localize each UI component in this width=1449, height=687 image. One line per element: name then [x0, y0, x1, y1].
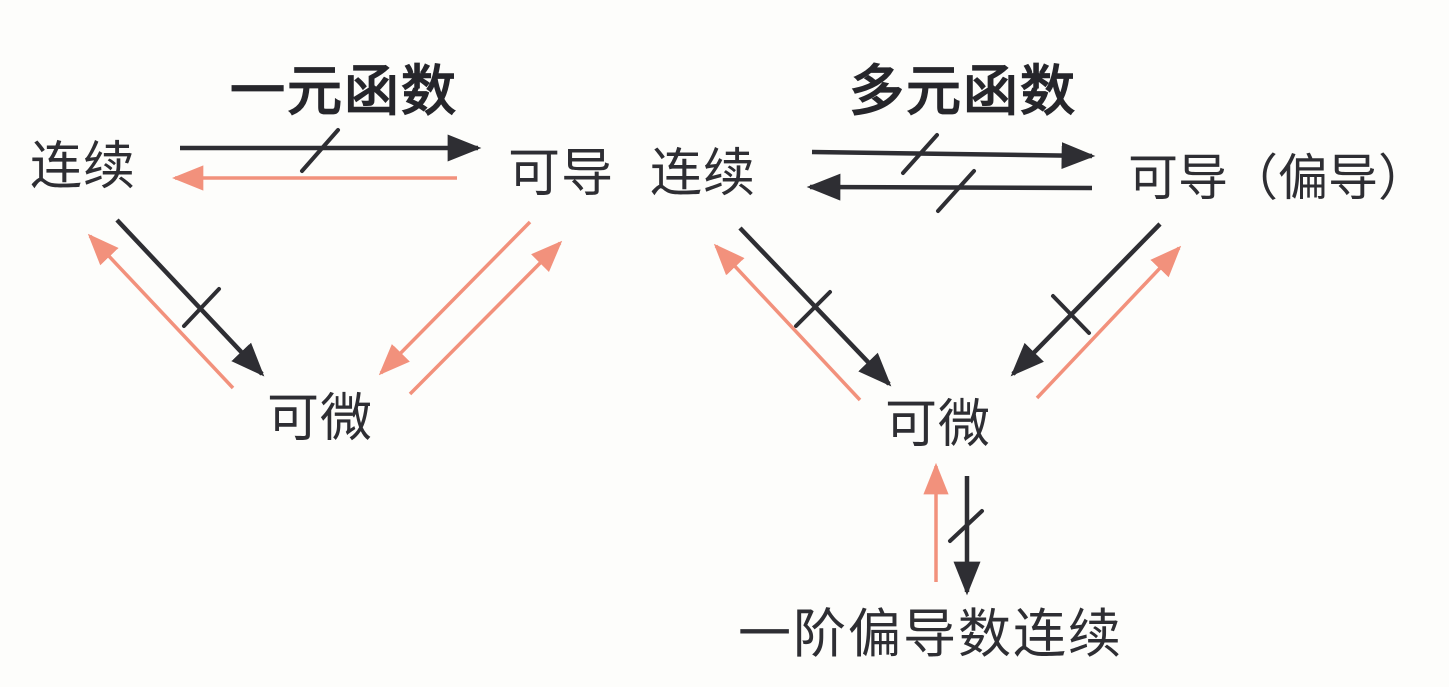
arrow-left-differentiable-to-derivable [408, 240, 563, 396]
arrow-right-differentiable-to-continuous [713, 243, 862, 402]
right-node-derivable: 可导（偏导） [1128, 150, 1428, 206]
arrow-left-continuous-to-differentiable [115, 218, 265, 377]
arrow-left-differentiable-to-continuous [87, 233, 235, 390]
arrow-right-derivable-to-continuous [806, 173, 1093, 201]
arrow-group [87, 128, 1182, 596]
arrow-left-derivable-to-differentiable [378, 220, 532, 376]
right-node-continuous: 连续 [650, 146, 757, 203]
left-node-differentiable: 可微 [267, 391, 374, 448]
negation-slash-right-derivable-to-differentiable [1051, 294, 1091, 335]
negation-slash-left-continuous-to-derivable [300, 128, 340, 173]
left-diagram-title: 一元函数 [230, 61, 459, 122]
arrow-right-differentiable-to-derivable [1035, 245, 1182, 400]
left-node-continuous: 连续 [30, 139, 137, 196]
right-node-differentiable: 可微 [885, 397, 992, 454]
negation-slash-left-continuous-to-differentiable [182, 287, 221, 328]
negation-slash-right-differentiable-to-partials-continuous [948, 509, 984, 543]
negation-slash-right-continuous-to-derivable [901, 133, 939, 175]
negation-slash-right-derivable-to-continuous [936, 169, 976, 213]
left-node-derivable: 可导 [508, 146, 615, 203]
right-diagram-title: 多元函数 [849, 61, 1078, 122]
arrow-right-derivable-to-differentiable [1010, 222, 1162, 377]
arrow-right-continuous-to-derivable [811, 142, 1096, 170]
negation-slash-right-continuous-to-differentiable [794, 290, 832, 328]
right-node-first-order-partials-continuous: 一阶偏导数连续 [738, 606, 1123, 664]
